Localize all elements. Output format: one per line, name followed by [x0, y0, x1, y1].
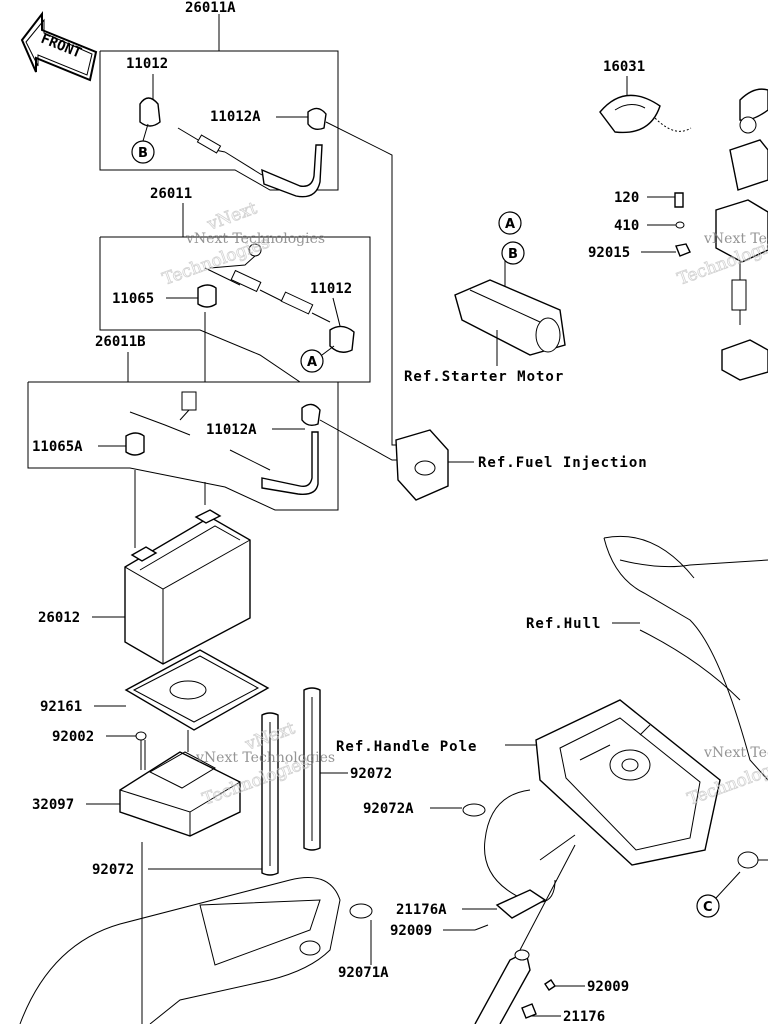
hull-bottom-left: 92071A: [19, 877, 389, 1024]
label-32097: 32097: [32, 797, 74, 813]
label-26011A: 26011A: [185, 0, 236, 16]
label-92002: 92002: [52, 729, 94, 745]
label-11012-mid: 11012: [310, 281, 352, 297]
ref-starter-motor: Ref.Starter Motor: [404, 369, 564, 385]
front-arrow-icon: FRONT: [20, 11, 98, 82]
straps-92072: 92072 92072: [92, 687, 392, 878]
group-26011A: 26011A 11012 B 11012A: [99, 0, 400, 446]
handle-pole-assembly: Ref.Handle Pole 92072A 21176A 92009 9200…: [336, 699, 768, 1024]
label-92015: 92015: [588, 245, 630, 261]
ref-handle-pole: Ref.Handle Pole: [336, 739, 477, 755]
label-11012A-mid: 11012A: [206, 422, 257, 438]
callout-b1: B: [138, 146, 148, 161]
label-92072A: 92072A: [363, 801, 414, 817]
label-11065: 11065: [112, 291, 154, 307]
battery-26012: 26012: [38, 470, 251, 665]
tray-92161: 92161: [40, 649, 270, 731]
callout-b2: B: [508, 247, 518, 262]
label-26011: 26011: [150, 186, 192, 202]
label-92009-a: 92009: [390, 923, 432, 939]
callout-a1: A: [307, 355, 317, 370]
lanyard-16031: 16031 120 410 92015: [588, 59, 768, 381]
label-410: 410: [614, 218, 639, 234]
label-92072-right: 92072: [350, 766, 392, 782]
callout-c1: C: [703, 900, 713, 915]
label-120: 120: [614, 190, 639, 206]
watermark-1-line1: vNext: [204, 198, 260, 235]
label-11012-top: 11012: [126, 56, 168, 72]
label-92009-b: 92009: [587, 979, 629, 995]
label-21176A: 21176A: [396, 902, 447, 918]
label-11065A: 11065A: [32, 439, 83, 455]
watermark-4: vNext Technologies: [195, 750, 335, 766]
ref-hull: Ref.Hull: [526, 616, 601, 632]
fuel-injection-bracket: Ref.Fuel Injection: [395, 429, 648, 501]
label-92071A: 92071A: [338, 965, 389, 981]
label-16031: 16031: [603, 59, 645, 75]
watermark-5: vNext Technologies: [703, 231, 768, 247]
battery-box-32097: 32097: [32, 730, 241, 1024]
group-26011: 26011 11065 11012 A: [99, 186, 371, 383]
watermark: vNext Technologies vNext Technologies vN…: [159, 198, 768, 810]
label-92072-left: 92072: [92, 862, 134, 878]
screw-92002: 92002: [52, 729, 147, 770]
starter-motor: A B Ref.Starter Motor: [404, 211, 566, 385]
group-26011B: 26011B 11065A 11012A: [27, 312, 400, 511]
label-26011B: 26011B: [95, 334, 146, 350]
hull-right: Ref.Hull: [526, 535, 768, 781]
label-92161: 92161: [40, 699, 82, 715]
label-21176: 21176: [563, 1009, 605, 1024]
ref-fuel-injection: Ref.Fuel Injection: [478, 455, 648, 471]
watermark-7: vNext Technologies: [703, 745, 768, 761]
label-11012A-top: 11012A: [210, 109, 261, 125]
label-26012: 26012: [38, 610, 80, 626]
callout-a2: A: [505, 217, 515, 232]
watermark-2: vNext Technologies: [185, 231, 325, 247]
